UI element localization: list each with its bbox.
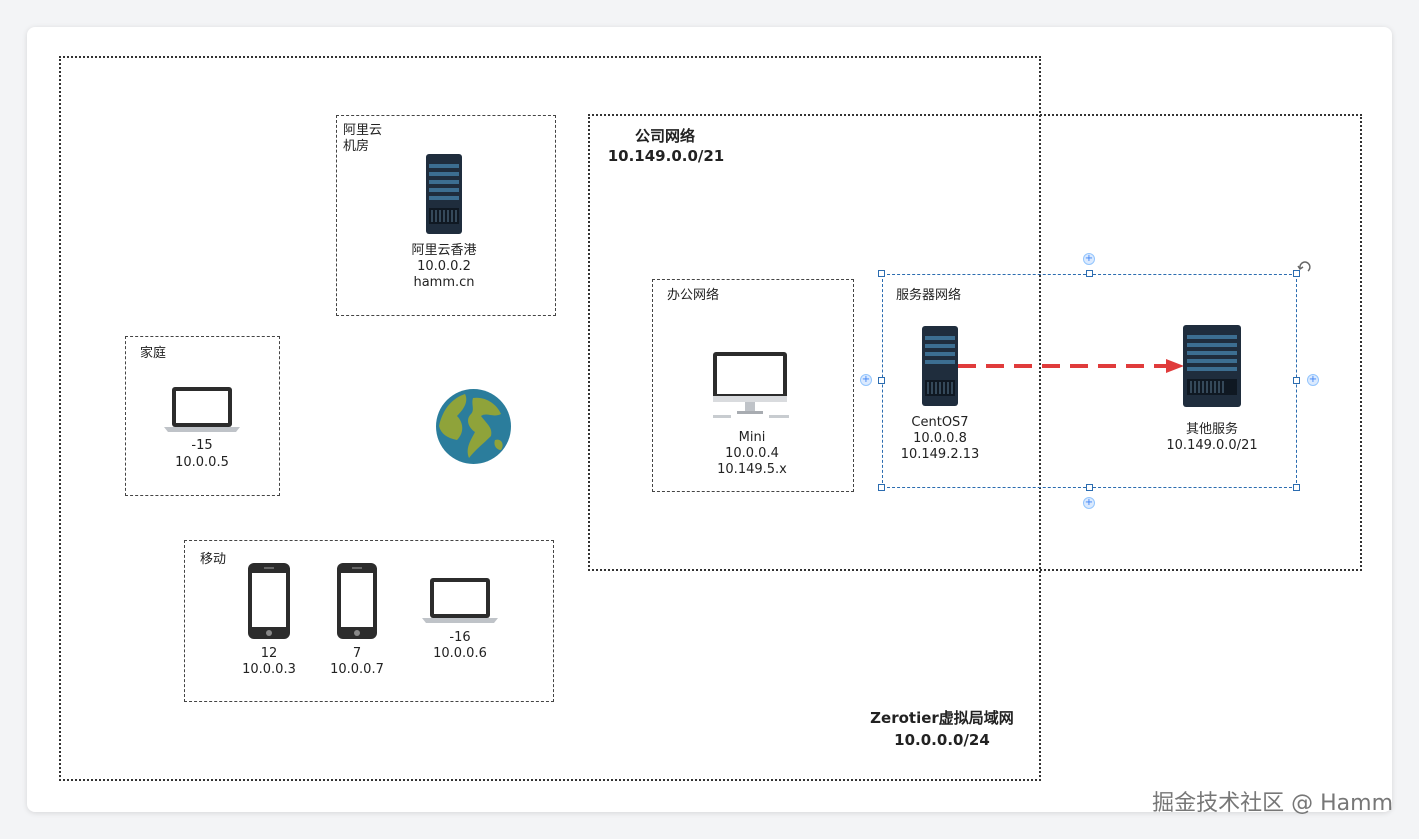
phone7-name: 7 — [352, 646, 362, 661]
aliyun-hk-name: 阿里云香港 — [411, 243, 477, 258]
resize-handle-tm[interactable] — [1086, 270, 1093, 277]
mobile-group[interactable] — [184, 540, 554, 702]
resize-handle-tr[interactable] — [1293, 270, 1300, 277]
zerotier-group[interactable] — [59, 56, 1041, 781]
office-group[interactable] — [652, 279, 854, 492]
aliyun-hk-domain: hamm.cn — [413, 275, 475, 290]
phone-icon[interactable] — [337, 563, 377, 639]
other-services-name: 其他服务 — [1185, 422, 1238, 437]
server-icon[interactable] — [922, 326, 958, 406]
centos-ip: 10.0.0.8 — [913, 431, 967, 446]
resize-handle-mr[interactable] — [1293, 377, 1300, 384]
office-mini-ip2: 10.149.5.x — [717, 462, 787, 477]
aliyun-hk-ip: 10.0.0.2 — [417, 259, 471, 274]
resize-handle-br[interactable] — [1293, 484, 1300, 491]
aliyun-group[interactable] — [336, 115, 556, 316]
add-connection-top-icon[interactable]: + — [1083, 253, 1095, 265]
zerotier-title: Zerotier虚拟局域网 — [870, 709, 1014, 727]
aliyun-group-label: 阿里云 机房 — [343, 123, 383, 154]
home-group[interactable] — [125, 336, 280, 496]
connection-arrow[interactable] — [958, 356, 1186, 376]
add-connection-bottom-icon[interactable]: + — [1083, 497, 1095, 509]
resize-handle-bl[interactable] — [878, 484, 885, 491]
phone12-name: 12 — [260, 646, 278, 661]
add-connection-right-icon[interactable]: + — [1307, 374, 1319, 386]
diagram-canvas — [27, 27, 1392, 812]
mobile-group-label: 移动 — [200, 552, 227, 567]
office-mini-name: Mini — [738, 430, 766, 445]
home-mac-ip: 10.0.0.5 — [175, 455, 229, 470]
phone12-ip: 10.0.0.3 — [242, 662, 296, 677]
watermark: 掘金技术社区 @ Hamm — [1152, 791, 1393, 816]
resize-handle-tl[interactable] — [878, 270, 885, 277]
company-group[interactable] — [588, 114, 1362, 571]
rotate-icon[interactable] — [1297, 258, 1313, 274]
resize-handle-ml[interactable] — [878, 377, 885, 384]
server-icon[interactable] — [426, 154, 462, 234]
phone7-ip: 10.0.0.7 — [330, 662, 384, 677]
centos-name: CentOS7 — [911, 415, 969, 430]
home-mac-name: -15 — [191, 438, 213, 453]
office-group-label: 办公网络 — [667, 288, 720, 303]
laptop-icon[interactable] — [164, 387, 240, 433]
globe-icon[interactable] — [435, 388, 512, 465]
other-services-ip: 10.149.0.0/21 — [1166, 438, 1258, 453]
desktop-icon[interactable] — [713, 352, 789, 420]
mobile-mac-name: -16 — [449, 630, 471, 645]
add-connection-left-icon[interactable]: + — [860, 374, 872, 386]
company-title: 公司网络 — [634, 127, 695, 145]
phone-icon[interactable] — [248, 563, 290, 639]
office-mini-ip: 10.0.0.4 — [725, 446, 779, 461]
laptop-icon[interactable] — [422, 578, 498, 624]
resize-handle-bm[interactable] — [1086, 484, 1093, 491]
centos-ip2: 10.149.2.13 — [900, 447, 980, 462]
zerotier-subnet: 10.0.0.0/24 — [894, 731, 990, 749]
server-network-label: 服务器网络 — [896, 288, 962, 303]
home-group-label: 家庭 — [140, 346, 167, 361]
mobile-mac-ip: 10.0.0.6 — [433, 646, 487, 661]
server-box-icon[interactable] — [1183, 325, 1241, 407]
company-subnet: 10.149.0.0/21 — [607, 147, 725, 165]
